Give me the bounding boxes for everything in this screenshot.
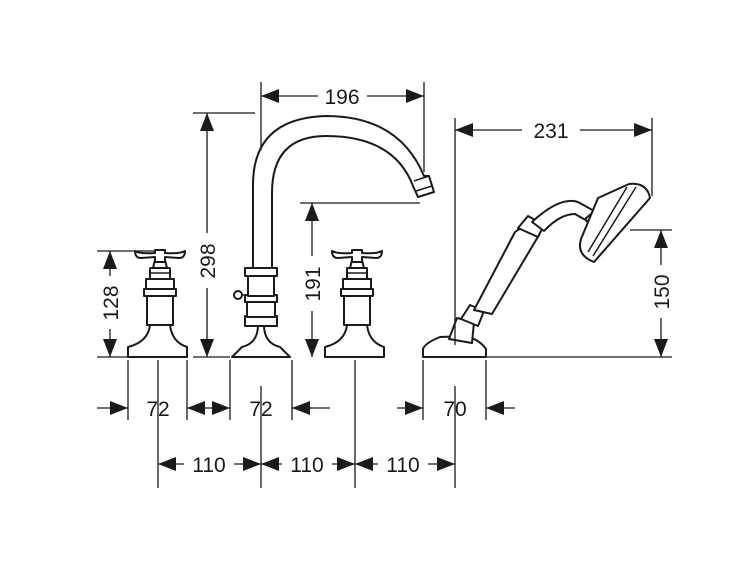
- dim-valve-base-width: 72: [146, 398, 169, 421]
- dim-spacing-3: 110: [386, 454, 419, 477]
- dim-faucet-height: 298: [197, 243, 220, 278]
- dim-shower-height: 150: [651, 274, 674, 309]
- dim-spacing-1: 110: [192, 454, 225, 477]
- right-valve: [324, 249, 385, 358]
- dim-spout-reach: 196: [324, 86, 359, 109]
- spout: [231, 115, 435, 358]
- dimension-labels: 196 231 298 191 128 150 72 72 70 110 110…: [100, 86, 674, 477]
- hand-shower: [422, 182, 651, 358]
- dim-valve-height: 128: [100, 285, 123, 320]
- left-valve: [127, 249, 188, 358]
- dim-shower-reach: 231: [533, 120, 568, 143]
- dim-spacing-2: 110: [290, 454, 323, 477]
- dim-shower-holder-width: 70: [443, 398, 466, 421]
- dimension-lines: [97, 82, 672, 488]
- dim-spout-outlet-height: 191: [302, 266, 325, 301]
- dim-spout-base-width: 72: [249, 398, 272, 421]
